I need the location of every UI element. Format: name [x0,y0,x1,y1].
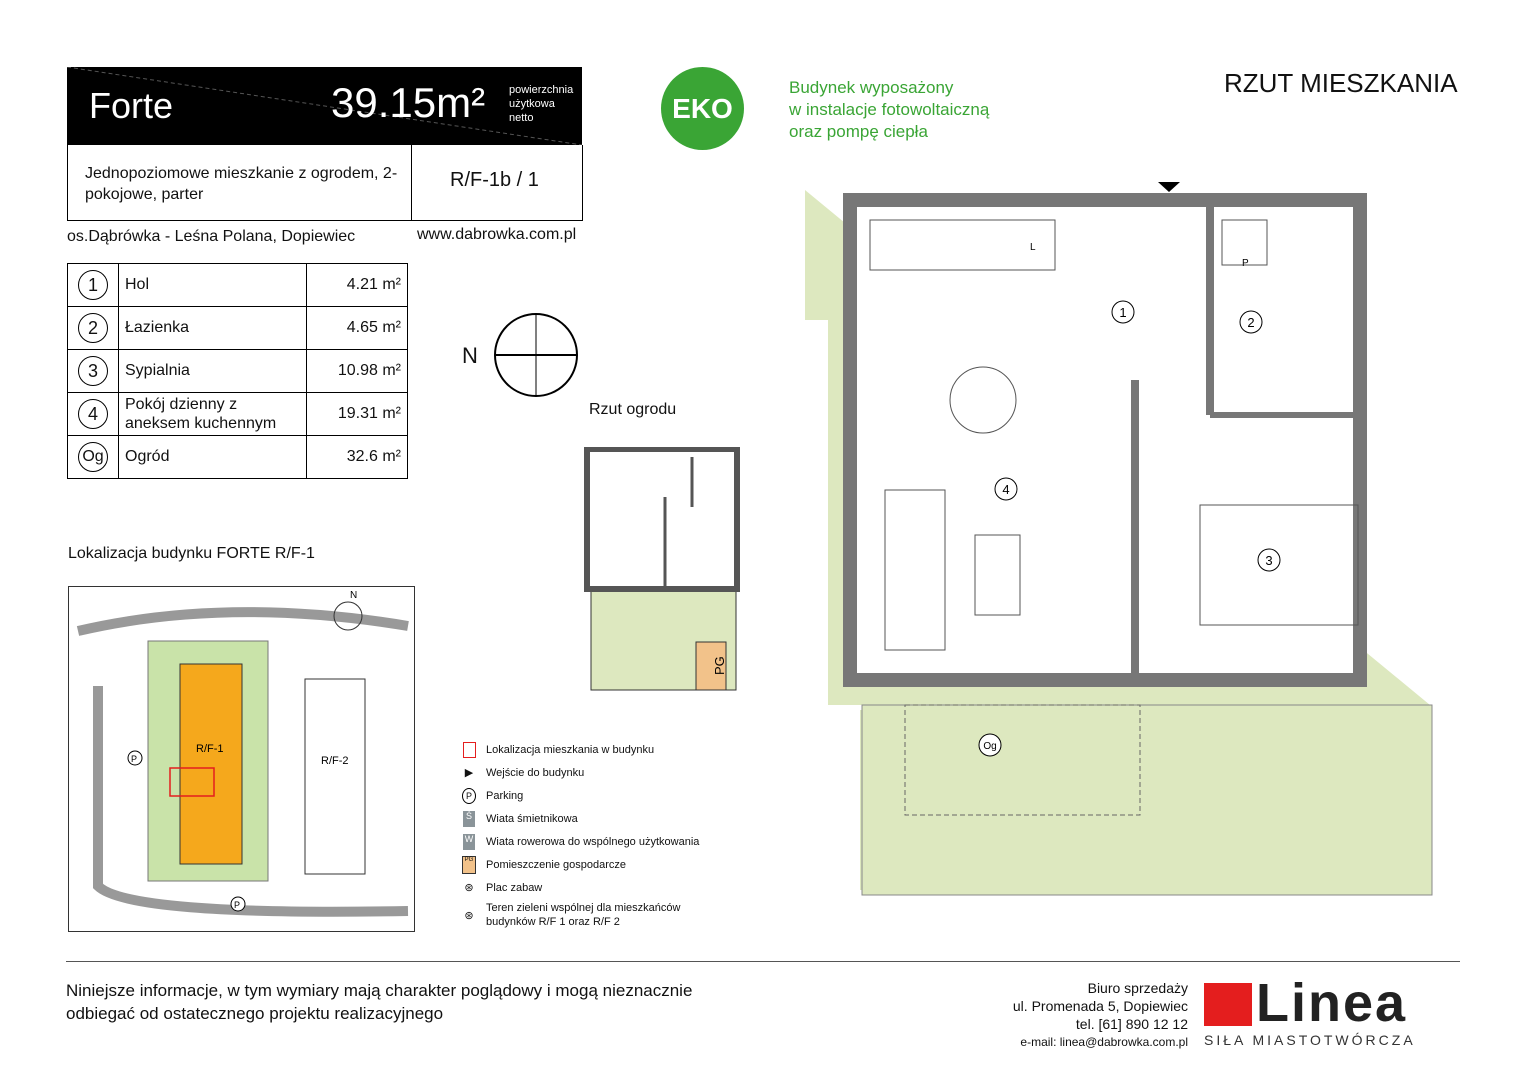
trash-shelter-icon: Ś [463,810,475,827]
site-north-label: N [350,590,357,601]
storage-icon: PG [462,855,476,874]
svg-text:P: P [131,754,137,764]
legend-item: ⊛Teren zieleni wspólnej dla mieszkańców … [462,899,699,931]
apartment-name: Forte [89,85,174,126]
garden-plan: PG [584,447,740,691]
svg-text:Og: Og [983,741,996,752]
legend: Lokalizacja mieszkania w budynku ▶Wejści… [462,738,699,931]
svg-text:P: P [234,900,240,910]
bike-shelter-icon: W [463,833,475,850]
legend-item: ▶Wejście do budynku [462,761,699,784]
brand-logo: Linea [1256,973,1408,1033]
description-box: Jednopoziomowe mieszkanie z ogrodem, 2-p… [67,145,583,221]
apartment-code: R/F-1b / 1 [450,169,539,191]
pg-label: PG [712,656,727,675]
building-rf1-label: R/F-1 [196,743,224,755]
brand-tagline: SIŁA MIASTOTWÓRCZA [1204,1032,1416,1048]
playground-icon: ⊛ [464,882,474,894]
svg-text:2: 2 [1247,315,1254,330]
svg-text:P: P [1242,258,1249,269]
disclaimer: Niniejsze informacje, w tym wymiary mają… [66,981,693,1023]
compass-label: N [462,343,478,368]
garden-title: Rzut ogrodu [589,401,677,418]
svg-text:1: 1 [1119,305,1126,320]
floor-plan: L P 1 2 3 4 Og [805,182,1433,896]
apartment-area: 39.15m² [331,79,486,126]
svg-text:3: 3 [1265,553,1272,568]
entrance-arrow-icon [1158,182,1180,192]
svg-text:4: 4 [1002,482,1009,497]
green-area-icon: ⊛ [464,909,474,922]
svg-text:L: L [1030,242,1036,253]
entrance-icon: ▶ [464,767,474,779]
parking-icon: P [462,787,476,804]
building-rf2-label: R/F-2 [321,755,349,767]
legend-item: Lokalizacja mieszkania w budynku [462,738,699,761]
apartment-location-icon [462,741,476,758]
brand-logo-square [1204,983,1252,1026]
location-text: os.Dąbrówka - Leśna Polana, Dopiewiec [67,228,356,245]
footer-divider [66,961,1460,962]
website-link[interactable]: www.dabrowka.com.pl [417,226,577,243]
apartment-description: Jednopoziomowe mieszkanie z ogrodem, 2-p… [85,165,398,203]
eko-badge: EKO [661,67,744,150]
legend-item: ⊛Plac zabaw [462,876,699,899]
plan-title: RZUT MIESZKANIA [1224,68,1458,98]
compass-icon [494,313,578,397]
site-plan: R/F-1 R/F-2 N P P [68,586,415,932]
site-title: Lokalizacja budynku FORTE R/F-1 [68,545,315,562]
